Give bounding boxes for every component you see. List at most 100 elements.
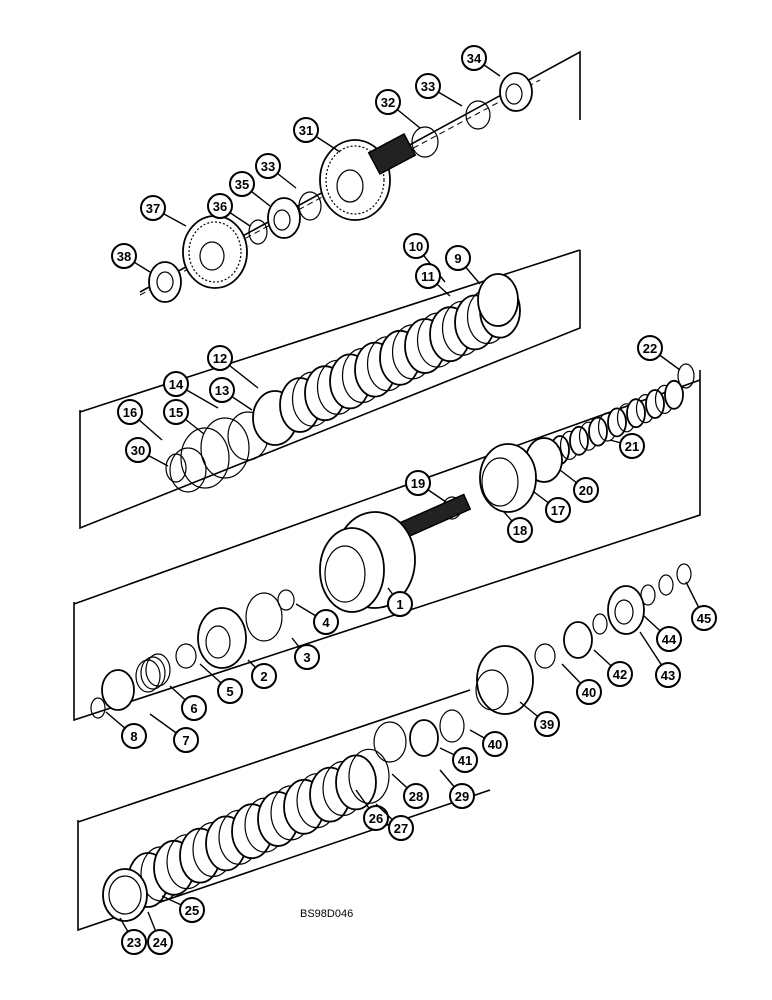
callout-40b: 40 (469, 729, 508, 757)
clutch-disc (645, 389, 665, 419)
callout-circle (207, 345, 233, 371)
right-cluster (373, 563, 692, 763)
callout-circle (147, 929, 173, 955)
callout-7: 7 (149, 713, 199, 753)
callout-6: 6 (169, 685, 207, 721)
callout-circle (691, 605, 717, 631)
callout-43: 43 (639, 631, 681, 688)
callout-30: 30 (125, 437, 169, 467)
callout-number: 4 (322, 615, 330, 630)
callout-circle (255, 153, 281, 179)
callout-20: 20 (559, 469, 599, 503)
callout-18: 18 (503, 511, 533, 543)
callout-number: 32 (381, 95, 395, 110)
callout-19: 19 (405, 470, 447, 503)
clutch-disc (588, 416, 608, 447)
callout-31: 31 (293, 117, 341, 153)
callout-39: 39 (519, 701, 560, 737)
callout-35: 35 (229, 171, 271, 207)
callout-circle (482, 731, 508, 757)
callout-circle (452, 747, 478, 773)
callout-number: 39 (540, 717, 554, 732)
callout-9: 9 (445, 245, 481, 285)
callout-number: 17 (551, 503, 565, 518)
callout-circle (619, 433, 645, 459)
callout-number: 33 (261, 159, 275, 174)
callout-16: 16 (117, 399, 163, 441)
callout-circle (251, 663, 277, 689)
callout-circle (656, 626, 682, 652)
callout-12: 12 (207, 345, 259, 389)
callout-21: 21 (609, 433, 645, 459)
callout-number: 40 (488, 737, 502, 752)
callout-number: 45 (697, 611, 711, 626)
callout-number: 16 (123, 405, 137, 420)
callout-circle (140, 195, 166, 221)
callout-14: 14 (163, 371, 219, 409)
callout-number: 15 (169, 405, 183, 420)
callout-number: 35 (235, 177, 249, 192)
callout-number: 40 (582, 685, 596, 700)
callout-number: 42 (613, 667, 627, 682)
callout-24: 24 (147, 911, 173, 955)
callout-circle (181, 695, 207, 721)
callout-number: 21 (625, 439, 639, 454)
clutch-disc (569, 425, 589, 456)
callout-37: 37 (140, 195, 187, 227)
callout-36: 36 (207, 193, 251, 227)
callout-circle (461, 45, 487, 71)
callout-circle (375, 89, 401, 115)
callout-number: 7 (182, 733, 189, 748)
callout-5: 5 (199, 663, 243, 704)
callout-number: 6 (190, 701, 197, 716)
clutch-disc (664, 379, 684, 410)
callout-45: 45 (685, 581, 717, 631)
callout-circle (405, 470, 431, 496)
callout-15: 15 (163, 399, 205, 435)
callout-13: 13 (209, 377, 253, 411)
callout-number: 13 (215, 383, 229, 398)
clutch-disc (607, 407, 627, 438)
clutch-pack-lower (102, 748, 390, 922)
callout-number: 33 (421, 79, 435, 94)
callout-44: 44 (643, 615, 682, 652)
callout-number: 8 (130, 729, 137, 744)
callout-circle (445, 245, 471, 271)
callout-circle (173, 727, 199, 753)
callout-number: 37 (146, 201, 160, 216)
figure-code: BS98D046 (300, 908, 353, 920)
callout-number: 29 (455, 789, 469, 804)
callout-circle (313, 609, 339, 635)
callout-number: 26 (369, 811, 383, 826)
callout-number: 25 (185, 903, 199, 918)
callout-26: 26 (355, 789, 389, 831)
callout-circle (403, 783, 429, 809)
callout-circle (534, 711, 560, 737)
callout-number: 43 (661, 668, 675, 683)
callout-circle (209, 377, 235, 403)
callout-circle (179, 897, 205, 923)
callout-number: 41 (458, 753, 472, 768)
shaft-assembly (90, 363, 695, 719)
callout-32: 32 (375, 89, 421, 129)
callout-22: 22 (637, 335, 681, 371)
callout-number: 28 (409, 789, 423, 804)
callout-circle (163, 371, 189, 397)
callout-number: 14 (169, 377, 184, 392)
callout-circle (607, 661, 633, 687)
callout-number: 23 (127, 935, 141, 950)
callout-number: 22 (643, 341, 657, 356)
callout-3: 3 (291, 637, 320, 670)
callout-number: 24 (153, 935, 168, 950)
callout-circle (637, 335, 663, 361)
callout-circle (207, 193, 233, 219)
callout-34: 34 (461, 45, 501, 77)
callout-28: 28 (391, 773, 429, 809)
callout-circle (403, 233, 429, 259)
callout-circle (415, 73, 441, 99)
callout-number: 38 (117, 249, 131, 264)
callout-42: 42 (593, 649, 633, 687)
callout-number: 20 (579, 483, 593, 498)
callout-2: 2 (247, 659, 277, 689)
